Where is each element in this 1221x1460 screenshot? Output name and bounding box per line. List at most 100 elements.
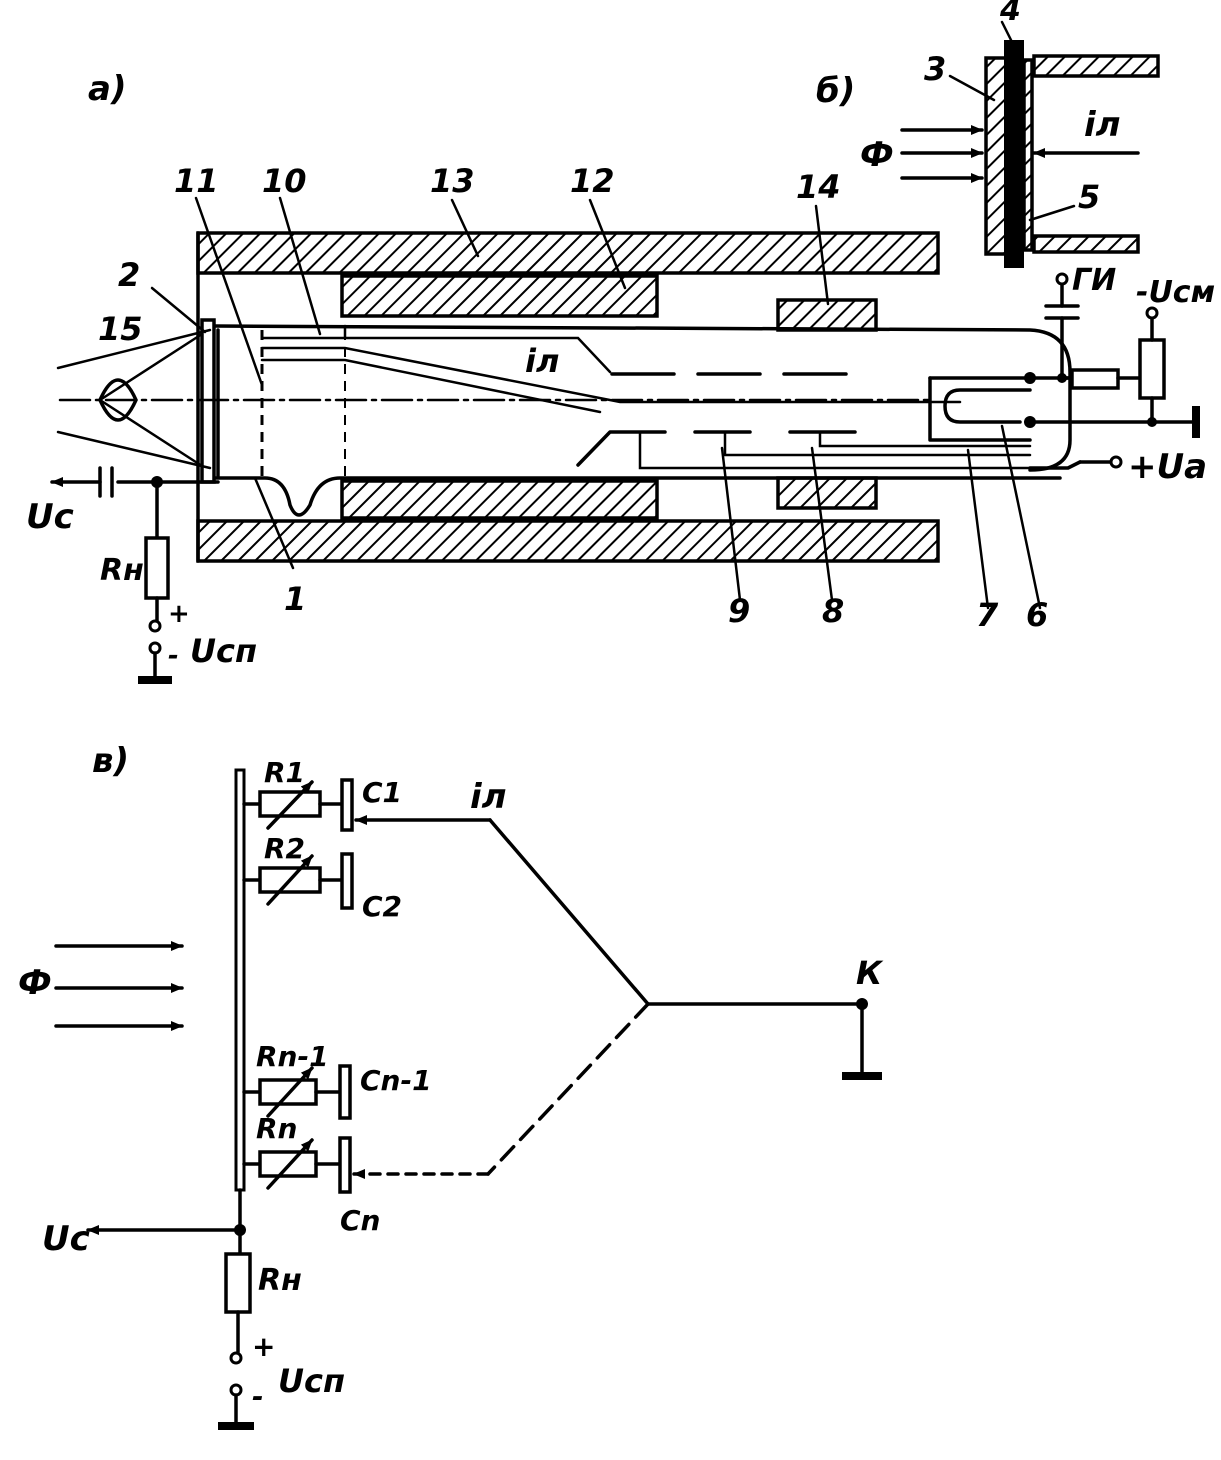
electron-beam-path [260,346,962,404]
cathode-node [856,998,868,1010]
part-number-14: 14 [796,168,841,206]
load-resistor-a [144,536,170,600]
focusing-coil-bottom [340,479,659,520]
cathode [943,388,1032,424]
part-number-6: 6 [1026,596,1048,634]
part-number-15: 15 [98,310,143,348]
capacitor-cn [338,1136,352,1194]
anode-terminal[interactable] [1109,455,1123,469]
light-ray-1 [56,328,212,370]
anode-lead [1028,460,1082,470]
resistor-r2-variable [266,854,314,906]
part-number-2: 2 [118,256,140,294]
panel-label-v: в) [92,741,129,781]
signal-label-v: Uс [42,1219,90,1259]
load-label-a: Rн [100,553,144,588]
focusing-coil-top [340,274,659,318]
potentiometer [1138,338,1166,400]
ring-top [1032,54,1160,78]
part-number-10: 10 [262,162,307,200]
part-number-4: 4 [999,0,1021,28]
light-ray-2 [56,430,212,470]
tube-envelope-bottom [213,476,1062,517]
outer-shield-top [196,231,940,275]
leader-4 [1000,20,1014,44]
cathode-label: К [856,954,884,992]
leader-9 [720,446,742,602]
ring-bottom [1032,234,1140,254]
electron-beam-edge [260,358,602,414]
label-r2: R2 [264,832,305,865]
leader-5 [1028,204,1076,222]
light-ray-3 [98,332,204,402]
capacitor-c1 [340,778,354,832]
resistor-r1-variable [266,780,314,830]
supply-terminal-plus-v[interactable] [229,1351,243,1365]
alignment-coil-top [776,298,878,332]
label-cn-1: Cn-1 [360,1064,432,1097]
resistor-rn-1-variable [266,1066,314,1118]
part-number-7: 7 [976,596,999,634]
electrode-lead-8b [818,430,1032,448]
flux-label-v: Ф [18,963,52,1003]
alignment-coil-bottom [776,476,878,510]
part-b-target-detail: б) Ф iл 4 3 5 [816,0,1160,268]
bias-voltage-label: -Uсм [1136,275,1215,310]
capacitor-c2 [340,852,354,910]
label-rn-1: Rn-1 [256,1040,329,1073]
part-number-12: 12 [570,162,615,200]
wall-anode-top [260,336,612,374]
leader-1 [253,476,295,570]
pulse-generator-label: ГИ [1072,263,1116,298]
bias-terminal[interactable] [1145,306,1159,320]
leader-3 [948,74,996,102]
leader-14 [814,204,830,306]
label-c1: C1 [362,776,402,809]
supply-terminal-plus-a[interactable] [148,619,162,633]
accelerating-electrode-bottom [576,430,667,467]
leader-11 [194,196,264,387]
leader-7 [966,448,990,610]
label-c2: C2 [362,890,402,923]
leader-12 [588,198,627,290]
signal-plate-bus [234,768,246,1192]
leader-13 [450,198,480,258]
part-number-3: 3 [924,50,946,88]
light-ray-4 [98,398,204,468]
modulator-body [928,376,1032,442]
part-a-tube: а) iл [26,69,1215,684]
flux-label-b: Ф [860,135,894,175]
part-v-equivalent-circuit: в) Ф R1 C1 R2 C2 Rn-1 Cn-1 [18,741,884,1430]
part-number-1: 1 [284,580,306,618]
beam-fan-lower [486,1002,650,1176]
signal-label-a: Uс [26,497,74,537]
part-number-13: 13 [430,162,475,200]
leader-10 [278,196,322,336]
beam-fan-upper [488,818,650,1006]
electrode-lead-9 [638,430,1032,470]
beam-label-b: iл [1084,105,1121,145]
supply-label-v: Uсп [278,1362,345,1400]
leader-2 [150,286,207,334]
beam-label-v: iл [470,777,507,817]
load-resistor-v [224,1252,252,1314]
label-rn: Rn [256,1112,298,1145]
photoconductor-5 [1022,58,1034,252]
bias-resistor [1070,368,1120,390]
leader-6 [1000,424,1042,610]
tube-envelope-top [213,324,1072,472]
supply-minus-a: - [168,641,179,671]
load-label-v: Rн [258,1263,302,1298]
gi-terminal[interactable] [1055,272,1069,286]
leader-8 [810,446,834,602]
part-number-5: 5 [1078,178,1100,216]
label-r1: R1 [264,756,305,789]
ground-wire-cathode [1028,396,1154,424]
panel-label-a: а) [88,69,126,109]
part-number-11: 11 [174,162,219,200]
anode-voltage-label: +Ua [1128,447,1207,487]
cathode-wire-v [646,1002,864,1074]
label-cn: Cn [340,1204,380,1237]
supply-plus-v: + [252,1330,275,1363]
